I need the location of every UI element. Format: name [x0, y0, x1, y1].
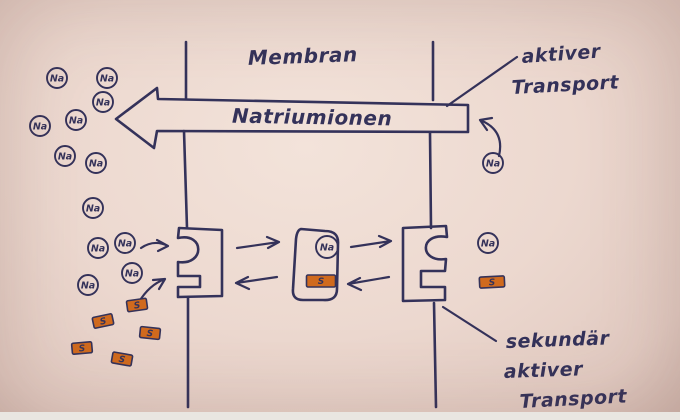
active-transport-label-line1: aktiver — [521, 40, 603, 68]
na-ion: Na — [85, 152, 107, 174]
substrate-molecule: S — [70, 340, 94, 356]
na-ion-label: Na — [125, 268, 139, 279]
membrane-line-left-mid — [182, 129, 189, 230]
na-ion-label: Na — [58, 151, 72, 162]
sodium-arrow-outline — [114, 86, 470, 150]
na-ion-label: Na — [486, 158, 500, 169]
na-ion-label: Na — [100, 73, 114, 84]
equilibrium-arrow-right-icon — [235, 235, 281, 250]
substrate-label: S — [99, 317, 107, 328]
na-ion-label: Na — [91, 243, 105, 254]
membrane-line-right-bottom — [432, 301, 438, 409]
substrate-label: S — [489, 278, 496, 288]
substrates-layer: S S S S S S S — [70, 274, 506, 367]
na-ion: Na — [315, 235, 339, 259]
substrate-molecule: S — [91, 313, 115, 329]
na-ion-label: Na — [86, 203, 100, 214]
substrate-molecule: S — [478, 275, 506, 289]
equilibrium-arrow-left-icon — [234, 275, 279, 291]
na-ion: Na — [121, 262, 143, 284]
na-ion: Na — [92, 91, 114, 113]
substrate-molecule: S — [138, 325, 162, 341]
na-ion-label: Na — [81, 280, 95, 291]
na-ion: Na — [482, 152, 504, 174]
na-ion: Na — [87, 237, 109, 259]
na-ion: Na — [65, 109, 87, 131]
na-ion-label: Na — [481, 238, 495, 249]
membrane-line-right-mid — [428, 131, 433, 230]
na-ion: Na — [77, 274, 99, 296]
binding-arrows — [137, 116, 502, 304]
substrate-label: S — [133, 301, 141, 312]
sodium-arrow: Natriumionen — [114, 86, 470, 150]
substrate-molecule: S — [305, 274, 337, 288]
substrate-molecule: S — [110, 351, 134, 367]
photo-edge — [0, 412, 680, 420]
secondary-label-line3: Transport — [519, 385, 628, 413]
equilibrium-arrow-left-icon — [346, 275, 391, 292]
na-ion-label: Na — [118, 238, 132, 249]
na-ion: Na — [96, 67, 118, 89]
membrane-lines — [182, 40, 438, 409]
substrate-label: S — [78, 344, 85, 355]
substrate-label: S — [318, 277, 324, 287]
substrate-label: S — [146, 329, 153, 340]
secondary-active-transport-annotation: sekundär aktiver Transport — [441, 305, 628, 413]
na-ion: Na — [477, 232, 499, 254]
substrate-label: S — [118, 355, 126, 366]
secondary-label-line2: aktiver — [503, 358, 584, 383]
na-ion: Na — [54, 145, 76, 167]
secondary-active-transport-pointer-line — [441, 305, 498, 343]
na-ion: Na — [46, 67, 68, 89]
na-ion-label: Na — [69, 115, 83, 126]
na-ion: Na — [82, 197, 104, 219]
sodium-arrow-label: Natriumionen — [232, 104, 393, 131]
na-ion-label: Na — [320, 242, 334, 253]
na-ion-label: Na — [33, 121, 47, 132]
transporter-left — [176, 226, 224, 299]
transporter-proteins — [176, 224, 449, 303]
na-ion-label: Na — [96, 97, 110, 108]
active-transport-pointer-line — [445, 55, 519, 108]
na-ion-label: Na — [89, 158, 103, 169]
membrane-label: Membran — [248, 42, 359, 70]
equilibrium-arrows — [234, 234, 393, 292]
active-transport-label-line2: Transport — [511, 71, 620, 99]
na-binding-arrow-icon — [139, 238, 170, 253]
na-ion: Na — [29, 115, 51, 137]
na-return-arrow-icon — [478, 116, 502, 158]
na-ion-label: Na — [50, 73, 64, 84]
secondary-label-line1: sekundär — [505, 327, 611, 353]
active-transport-annotation: aktiver Transport — [445, 40, 620, 108]
equilibrium-arrow-right-icon — [349, 234, 393, 249]
na-ion: Na — [114, 232, 136, 254]
transporter-right — [401, 224, 449, 303]
substrate-molecule: S — [125, 297, 149, 313]
transporter-middle — [291, 227, 340, 302]
